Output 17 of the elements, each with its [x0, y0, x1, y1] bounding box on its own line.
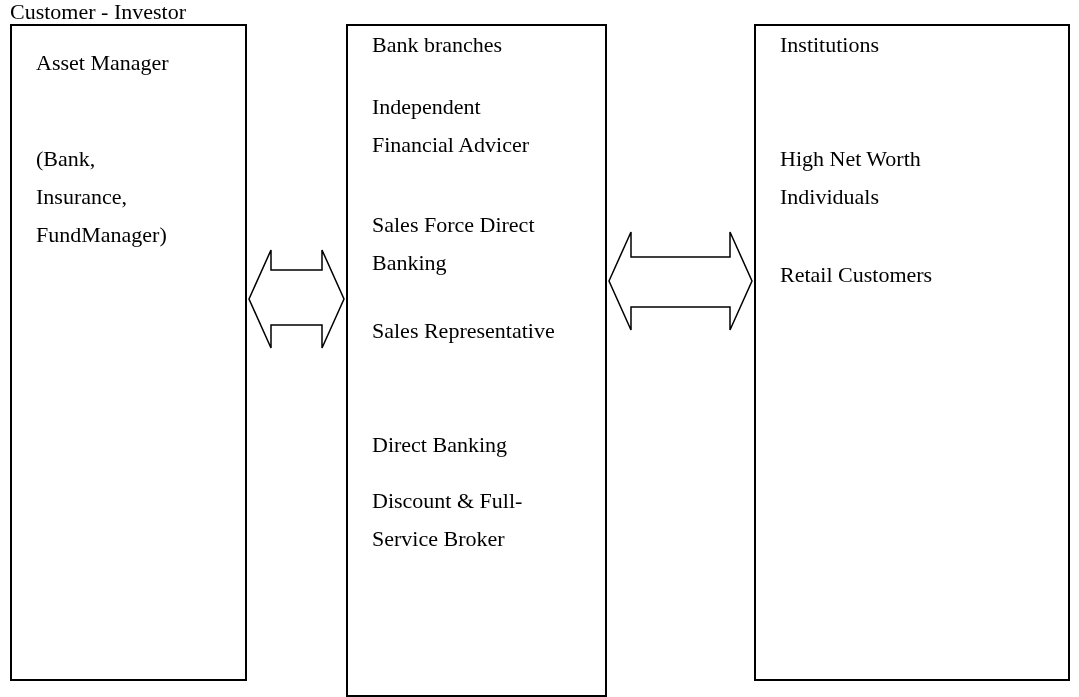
category-box: [346, 24, 607, 697]
double-block-arrow: [608, 231, 753, 331]
diagram-title: Customer - Investor: [10, 0, 186, 24]
list-item: Retail Customers: [780, 261, 934, 289]
list-item: (Bank, Insurance, FundManager): [36, 145, 168, 249]
list-item: Asset Manager: [36, 49, 170, 77]
list-item: Discount & Full-Service Broker: [372, 487, 524, 553]
double-block-arrow: [248, 249, 345, 349]
list-item: Independent Financial Advicer: [372, 93, 530, 159]
list-item: High Net Worth Individuals: [780, 145, 922, 211]
category-box: [10, 24, 247, 681]
list-item: Bank branches: [372, 31, 504, 59]
list-item: Institutions: [780, 31, 880, 59]
list-item: Sales Force Direct Banking: [372, 211, 536, 277]
category-box: [754, 24, 1070, 681]
list-item: Direct Banking: [372, 431, 509, 459]
list-item: Sales Representative: [372, 317, 556, 345]
